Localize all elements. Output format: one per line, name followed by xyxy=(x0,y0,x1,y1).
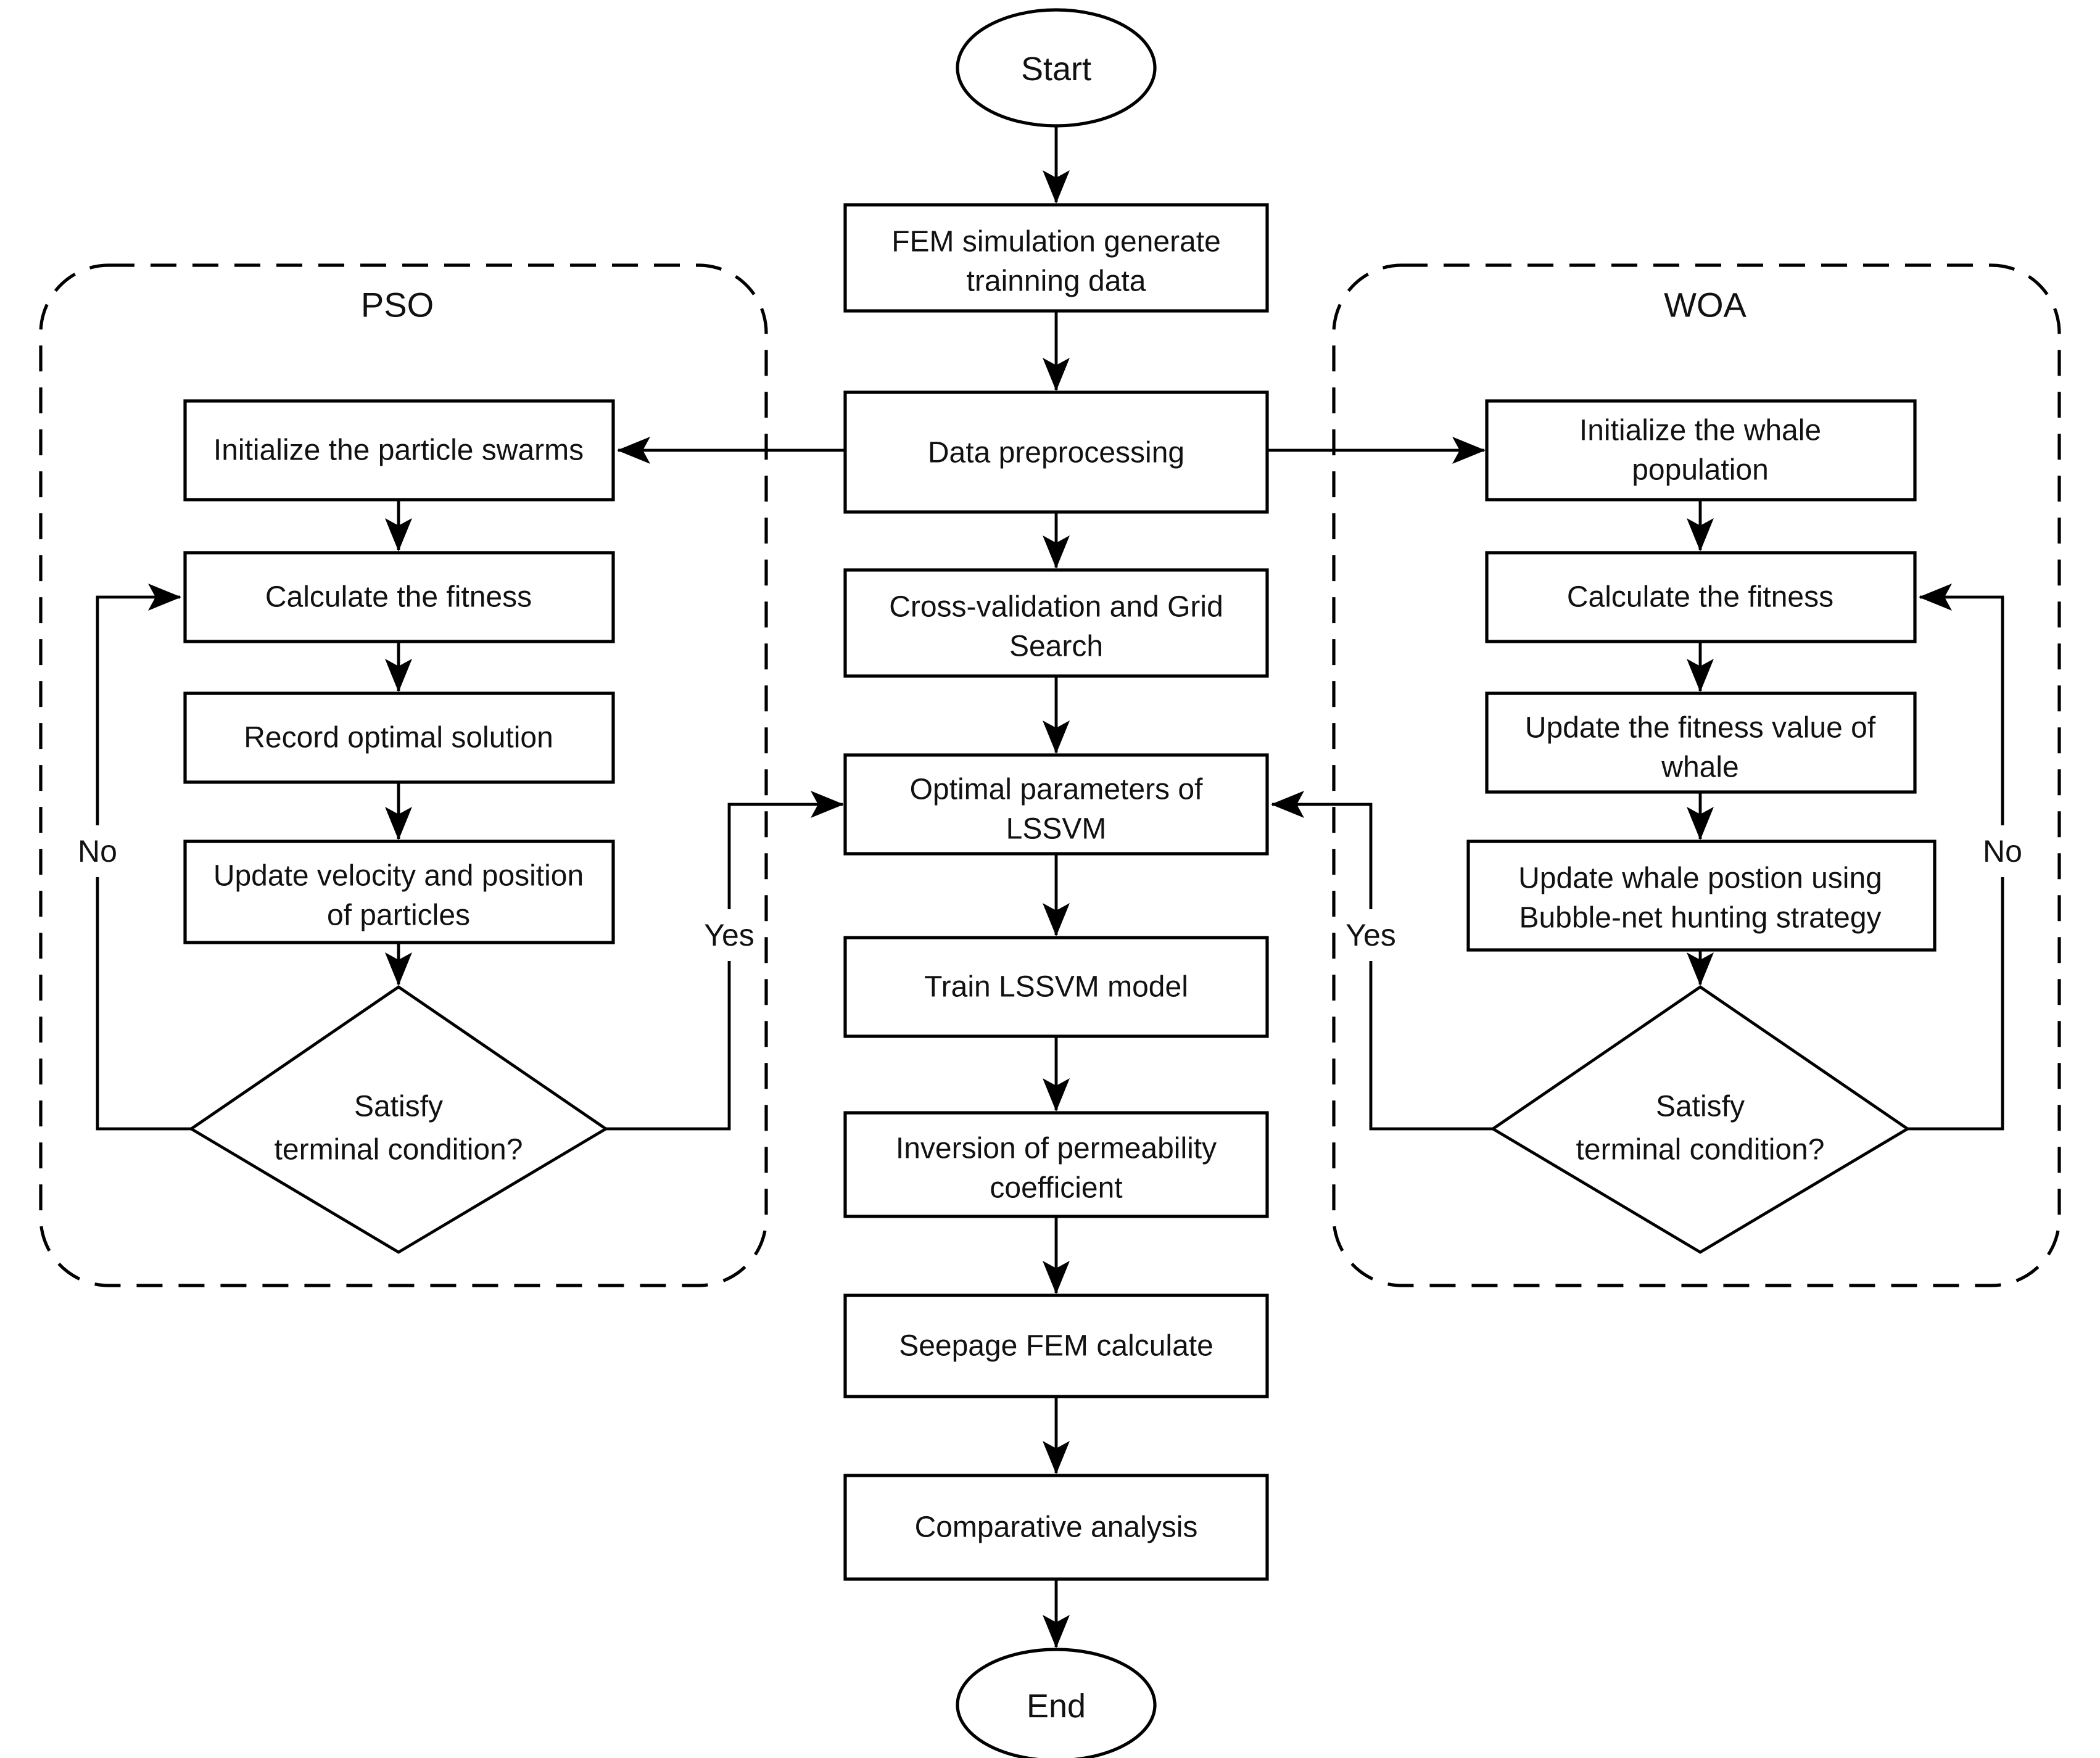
node-woa-initialize: Initialize the whale population xyxy=(1485,399,1917,501)
pso-init-box xyxy=(183,399,615,501)
node-pso-update-velocity: Update velocity and position of particle… xyxy=(183,840,615,944)
woa-update-fitness-label-line2: whale xyxy=(1661,751,1738,784)
woa-update-position-label-line1: Update whale postion using xyxy=(1518,862,1882,895)
crossval-label-line1: Cross-validation and Grid xyxy=(889,591,1223,624)
start-ellipse xyxy=(956,8,1157,128)
pso-yes-label: Yes xyxy=(704,918,754,952)
node-start: Start xyxy=(956,8,1157,128)
datapre-box xyxy=(843,390,1269,514)
node-woa-update-position: Update whale postion using Bubble-net hu… xyxy=(1466,840,1937,952)
node-woa-decision: Satisfy terminal condition? xyxy=(1490,985,1911,1254)
train-box xyxy=(843,936,1269,1038)
node-train-lssvm: Train LSSVM model xyxy=(843,936,1269,1038)
train-label: Train LSSVM model xyxy=(924,971,1188,1004)
pso-record-label: Record optimal solution xyxy=(244,722,553,754)
fem-box xyxy=(843,203,1269,313)
pso-yes-label-bg xyxy=(695,909,764,961)
optimal-box xyxy=(843,753,1269,856)
node-data-preprocessing: Data preprocessing xyxy=(843,390,1269,514)
optimal-label-line1: Optimal parameters of xyxy=(910,774,1204,806)
pso-decision-label-line1: Satisfy xyxy=(354,1091,443,1123)
pso-calc-label: Calculate the fitness xyxy=(265,581,532,614)
seepage-box xyxy=(843,1294,1269,1398)
woa-update-position-label-line2: Bubble-net hunting strategy xyxy=(1519,902,1881,935)
woa-update-position-box xyxy=(1466,840,1937,952)
woa-init-label-line2: population xyxy=(1632,454,1769,487)
crossval-label-line2: Search xyxy=(1009,630,1103,663)
pso-container-label: PSO xyxy=(361,286,434,324)
node-pso-calculate-fitness: Calculate the fitness xyxy=(183,551,615,643)
woa-no-label-bg xyxy=(1974,825,2031,877)
edge-woa-yes xyxy=(1271,791,1493,1131)
edge-pso-yes xyxy=(606,791,844,1131)
node-pso-initialize: Initialize the particle swarms xyxy=(183,399,615,501)
woa-yes-label: Yes xyxy=(1346,918,1396,952)
woa-init-label-line1: Initialize the whale xyxy=(1579,415,1821,447)
woa-decision-label-line1: Satisfy xyxy=(1656,1091,1745,1123)
inversion-box xyxy=(843,1111,1269,1218)
woa-update-fitness-box xyxy=(1485,691,1917,794)
woa-decision-label-line2: terminal condition? xyxy=(1576,1134,1825,1166)
pso-container-border xyxy=(39,263,768,1287)
node-seepage-fem: Seepage FEM calculate xyxy=(843,1294,1269,1398)
woa-decision-diamond xyxy=(1490,985,1911,1254)
comparative-box xyxy=(843,1474,1269,1581)
node-optimal-parameters: Optimal parameters of LSSVM xyxy=(843,753,1269,856)
comparative-label: Comparative analysis xyxy=(915,1511,1198,1544)
node-fem-simulation: FEM simulation generate trainning data xyxy=(843,203,1269,313)
optimal-label-line2: LSSVM xyxy=(1006,813,1107,846)
end-ellipse xyxy=(956,1648,1157,1758)
start-label: Start xyxy=(1021,51,1091,88)
node-woa-calculate-fitness: Calculate the fitness xyxy=(1485,551,1917,643)
pso-no-label-bg xyxy=(69,825,126,877)
node-end: End xyxy=(956,1648,1157,1758)
pso-decision-label-line2: terminal condition? xyxy=(275,1134,523,1166)
pso-calc-box xyxy=(183,551,615,643)
seepage-label: Seepage FEM calculate xyxy=(899,1330,1213,1363)
inversion-label-line1: Inversion of permeability xyxy=(896,1133,1217,1165)
fem-label-line2: trainning data xyxy=(967,265,1146,298)
node-comparative-analysis: Comparative analysis xyxy=(843,1474,1269,1581)
pso-update-label-line1: Update velocity and position xyxy=(213,860,584,893)
node-woa-update-fitness: Update the fitness value of whale xyxy=(1485,691,1917,794)
woa-container-border xyxy=(1332,263,2061,1287)
fem-label-line1: FEM simulation generate xyxy=(891,226,1221,258)
pso-record-box xyxy=(183,691,615,784)
pso-no-label: No xyxy=(78,834,117,869)
node-pso-decision: Satisfy terminal condition? xyxy=(188,985,609,1254)
woa-calc-label: Calculate the fitness xyxy=(1567,581,1833,614)
woa-init-box xyxy=(1485,399,1917,501)
pso-decision-diamond xyxy=(188,985,609,1254)
datapre-label: Data preprocessing xyxy=(928,437,1184,469)
woa-yes-label-bg xyxy=(1336,909,1405,961)
pso-init-label: Initialize the particle swarms xyxy=(213,434,584,467)
pso-update-box xyxy=(183,840,615,944)
node-pso-record-solution: Record optimal solution xyxy=(183,691,615,784)
node-inversion-permeability: Inversion of permeability coefficient xyxy=(843,1111,1269,1218)
pso-update-label-line2: of particles xyxy=(327,899,470,932)
woa-update-fitness-label-line1: Update the fitness value of xyxy=(1525,712,1876,745)
woa-no-label: No xyxy=(1983,834,2022,869)
woa-container-label: WOA xyxy=(1664,286,1747,324)
crossval-box xyxy=(843,568,1269,678)
node-cross-validation: Cross-validation and Grid Search xyxy=(843,568,1269,678)
woa-calc-box xyxy=(1485,551,1917,643)
inversion-label-line2: coefficient xyxy=(990,1172,1122,1205)
end-label: End xyxy=(1027,1688,1086,1725)
